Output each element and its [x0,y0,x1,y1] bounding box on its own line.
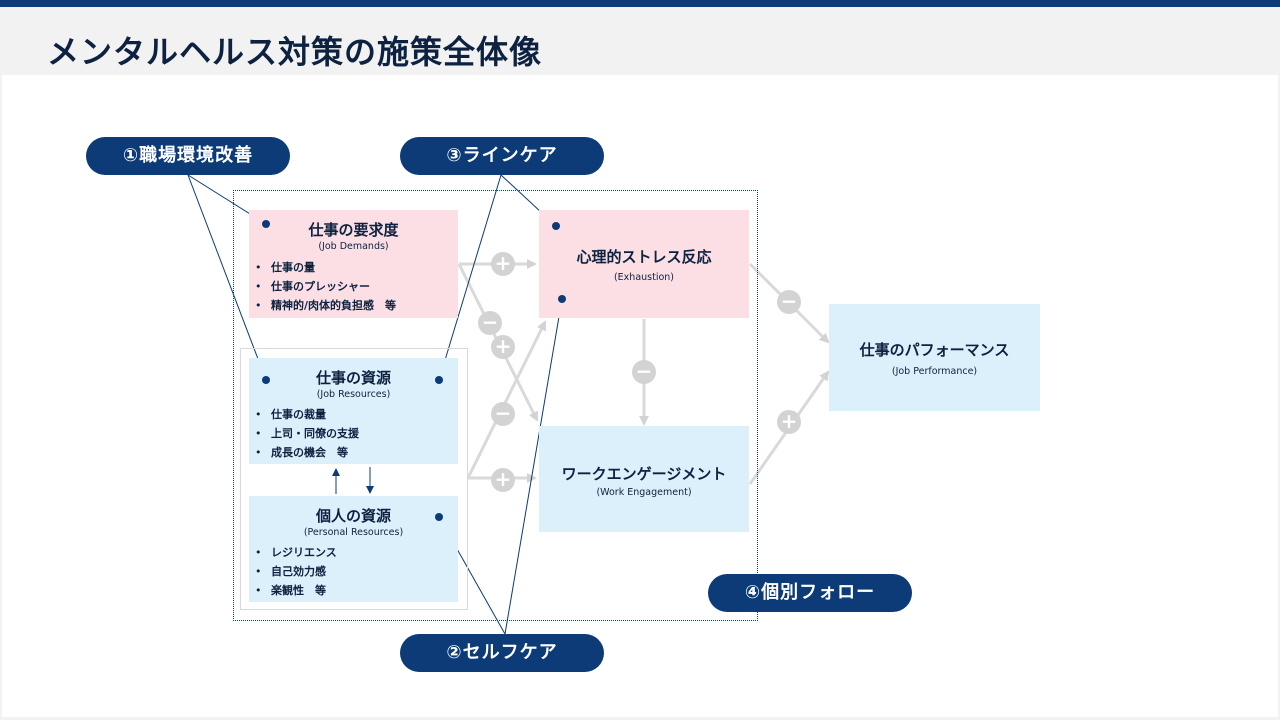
work-engagement-title: ワークエンゲージメント [561,465,727,483]
measure-line-care[interactable]: ③ラインケア [400,137,604,175]
list-item: レジリエンス [255,543,337,562]
box-exhaustion: 心理的ストレス反応 (Exhaustion) [539,210,749,318]
marker-dot [558,295,566,303]
individual-follow-scope [233,190,758,621]
list-item: 仕事の量 [255,258,396,277]
measure-workplace-improvement[interactable]: ①職場環境改善 [86,137,290,175]
header: メンタルヘルス対策の施策全体像 [0,7,1280,75]
list-item: 仕事のプレッシャー [255,277,396,296]
personal-resources-list: レジリエンス 自己効力感 楽観性 等 [255,543,337,600]
plus-sign-icon: + [777,410,801,434]
minus-sign-icon: − [632,360,656,384]
marker-dot [552,222,560,230]
measure-self-care[interactable]: ②セルフケア [400,634,604,672]
work-engagement-subtitle: (Work Engagement) [596,487,692,498]
list-item: 上司・同僚の支援 [255,424,359,443]
minus-sign-icon: − [777,290,801,314]
top-accent-bar [0,0,1280,7]
marker-dot [435,376,443,384]
personal-resources-subtitle: (Personal Resources) [303,527,404,538]
page-title: メンタルヘルス対策の施策全体像 [47,33,543,71]
plus-sign-icon: + [491,468,515,492]
job-demands-list: 仕事の量 仕事のプレッシャー 精神的/肉体的負担感 等 [255,258,396,315]
job-performance-title: 仕事のパフォーマンス [859,341,1010,359]
box-job-demands: 仕事の要求度 (Job Demands) 仕事の量 仕事のプレッシャー 精神的/… [249,210,458,318]
minus-sign-icon: − [491,402,515,426]
box-work-engagement: ワークエンゲージメント (Work Engagement) [539,426,749,532]
list-item: 精神的/肉体的負担感 等 [255,296,396,315]
job-demands-title: 仕事の要求度 [308,221,399,239]
box-job-resources: 仕事の資源 (Job Resources) 仕事の裁量 上司・同僚の支援 成長の… [249,358,458,464]
plus-sign-icon: + [491,335,515,359]
marker-dot [262,376,270,384]
job-performance-subtitle: (Job Performance) [891,366,978,377]
list-item: 仕事の裁量 [255,405,359,424]
list-item: 自己効力感 [255,562,337,581]
marker-dot [262,220,270,228]
personal-resources-title: 個人の資源 [315,507,391,525]
list-item: 楽観性 等 [255,581,337,600]
box-personal-resources: 個人の資源 (Personal Resources) レジリエンス 自己効力感 … [249,496,458,602]
marker-dot [435,513,443,521]
measure-individual-follow[interactable]: ④個別フォロー [708,574,912,612]
job-demands-subtitle: (Job Demands) [318,241,389,252]
resources-group-frame [240,348,468,610]
job-resources-subtitle: (Job Resources) [316,389,391,400]
exhaustion-title: 心理的ストレス反応 [576,248,712,266]
minus-sign-icon: − [478,311,502,335]
job-resources-list: 仕事の裁量 上司・同僚の支援 成長の機会 等 [255,405,359,462]
plus-sign-icon: + [491,252,515,276]
job-resources-title: 仕事の資源 [315,369,391,387]
list-item: 成長の機会 等 [255,443,359,462]
box-job-performance: 仕事のパフォーマンス (Job Performance) [829,304,1040,411]
exhaustion-subtitle: (Exhaustion) [613,272,675,283]
